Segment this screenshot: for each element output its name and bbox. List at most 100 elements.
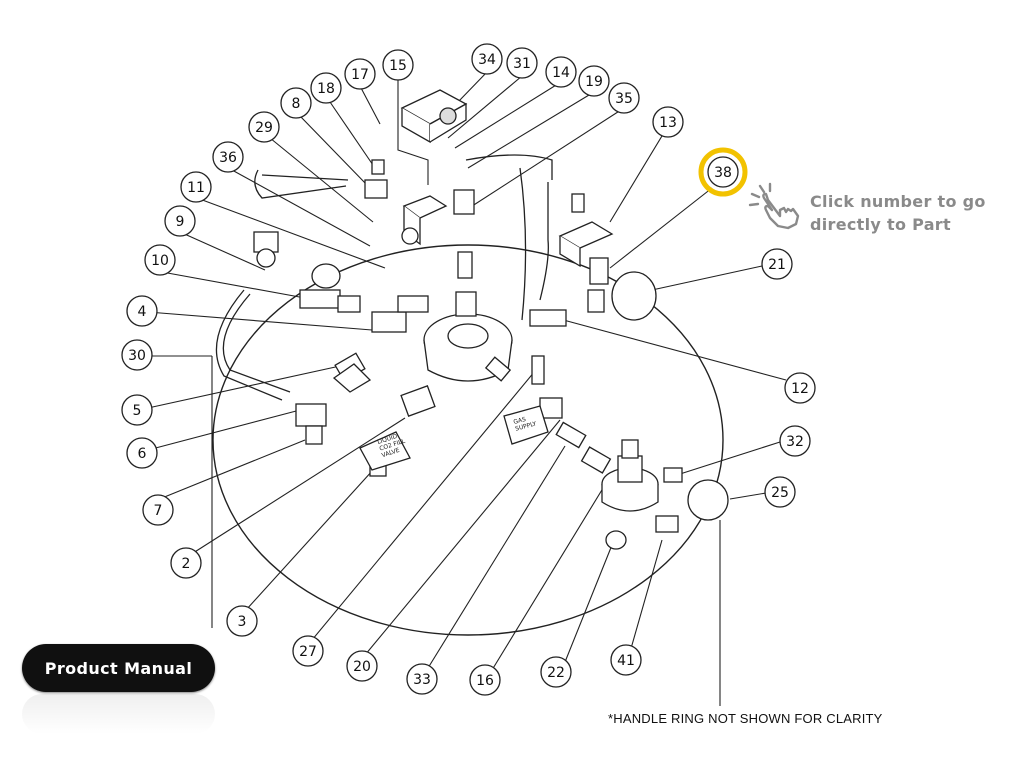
callout-circle xyxy=(469,664,501,696)
callout-circle xyxy=(779,425,811,457)
callout-circle xyxy=(248,111,280,143)
product-manual-button[interactable]: Product Manual xyxy=(22,644,215,692)
callout-circle xyxy=(121,394,153,426)
callout-number: 4 xyxy=(138,304,147,320)
callout-circle xyxy=(764,476,796,508)
callout-38[interactable]: 38 xyxy=(698,147,748,197)
callout-number: 10 xyxy=(151,253,169,269)
callout-19[interactable]: 19 xyxy=(578,65,610,97)
callout-8[interactable]: 8 xyxy=(280,87,312,119)
callout-circle xyxy=(126,437,158,469)
callout-35[interactable]: 35 xyxy=(608,82,640,114)
footnote: *HANDLE RING NOT SHOWN FOR CLARITY xyxy=(608,711,883,726)
callout-14[interactable]: 14 xyxy=(545,56,577,88)
callout-number: 38 xyxy=(714,165,732,181)
callout-number: 32 xyxy=(786,434,804,450)
callout-2[interactable]: 2 xyxy=(170,547,202,579)
click-hint: Click number to go directly to Part xyxy=(810,190,1010,236)
callout-number: 13 xyxy=(659,115,677,131)
callout-number: 31 xyxy=(513,56,531,72)
callout-16[interactable]: 16 xyxy=(469,664,501,696)
callout-number: 29 xyxy=(255,120,273,136)
callout-number: 33 xyxy=(413,672,431,688)
callout-29[interactable]: 29 xyxy=(248,111,280,143)
callout-circle xyxy=(652,106,684,138)
callout-number: 27 xyxy=(299,644,317,660)
callout-circle xyxy=(346,650,378,682)
callout-number: 22 xyxy=(547,665,565,681)
callout-number: 5 xyxy=(133,403,142,419)
callout-15[interactable]: 15 xyxy=(382,49,414,81)
callout-13[interactable]: 13 xyxy=(652,106,684,138)
callout-30[interactable]: 30 xyxy=(121,339,153,371)
callout-6[interactable]: 6 xyxy=(126,437,158,469)
callout-25[interactable]: 25 xyxy=(764,476,796,508)
leader-lines xyxy=(147,71,787,706)
callout-number: 30 xyxy=(128,348,146,364)
callout-circle xyxy=(545,56,577,88)
callout-circle xyxy=(226,605,258,637)
callout-27[interactable]: 27 xyxy=(292,635,324,667)
callout-circle xyxy=(180,171,212,203)
callout-number: 41 xyxy=(617,653,635,669)
callout-number: 36 xyxy=(219,150,237,166)
callout-circle xyxy=(292,635,324,667)
callout-circle xyxy=(344,58,376,90)
pointer-hand-icon xyxy=(748,182,800,230)
callout-5[interactable]: 5 xyxy=(121,394,153,426)
callout-circle xyxy=(784,372,816,404)
callout-number: 34 xyxy=(478,52,496,68)
callout-circle xyxy=(121,339,153,371)
callout-10[interactable]: 10 xyxy=(144,244,176,276)
callout-circle xyxy=(471,43,503,75)
callout-3[interactable]: 3 xyxy=(226,605,258,637)
callout-4[interactable]: 4 xyxy=(126,295,158,327)
callout-circle xyxy=(540,656,572,688)
callout-number: 21 xyxy=(768,257,786,273)
assembly-drawing xyxy=(215,89,729,550)
callout-34[interactable]: 34 xyxy=(471,43,503,75)
callout-number: 16 xyxy=(476,673,494,689)
callout-33[interactable]: 33 xyxy=(406,663,438,695)
callout-number: 35 xyxy=(615,91,633,107)
callout-number: 12 xyxy=(791,381,809,397)
callout-circle xyxy=(164,205,196,237)
hint-line-1: Click number to go xyxy=(810,192,986,211)
callout-11[interactable]: 11 xyxy=(180,171,212,203)
callout-9[interactable]: 9 xyxy=(164,205,196,237)
callout-circle xyxy=(610,644,642,676)
callout-number: 15 xyxy=(389,58,407,74)
callout-18[interactable]: 18 xyxy=(310,72,342,104)
callout-number: 9 xyxy=(176,214,185,230)
callout-circle xyxy=(142,494,174,526)
callout-circle xyxy=(608,82,640,114)
callout-17[interactable]: 17 xyxy=(344,58,376,90)
highlight-ring xyxy=(698,147,748,197)
callout-circle xyxy=(144,244,176,276)
callout-circle xyxy=(280,87,312,119)
callout-36[interactable]: 36 xyxy=(212,141,244,173)
callout-32[interactable]: 32 xyxy=(779,425,811,457)
callout-number: 7 xyxy=(154,503,163,519)
callout-circle xyxy=(506,47,538,79)
callout-22[interactable]: 22 xyxy=(540,656,572,688)
callout-number: 8 xyxy=(292,96,301,112)
callout-number: 6 xyxy=(138,446,147,462)
callout-7[interactable]: 7 xyxy=(142,494,174,526)
callout-number: 19 xyxy=(585,74,603,90)
callout-12[interactable]: 12 xyxy=(784,372,816,404)
callout-20[interactable]: 20 xyxy=(346,650,378,682)
callout-41[interactable]: 41 xyxy=(610,644,642,676)
callout-number: 25 xyxy=(771,485,789,501)
callout-21[interactable]: 21 xyxy=(761,248,793,280)
tank-disc-outline xyxy=(212,244,724,636)
callout-circle xyxy=(212,141,244,173)
callout-31[interactable]: 31 xyxy=(506,47,538,79)
button-reflection xyxy=(22,694,215,734)
hint-line-2: directly to Part xyxy=(810,215,951,234)
callout-number: 14 xyxy=(552,65,570,81)
callout-number: 18 xyxy=(317,81,335,97)
callout-circle xyxy=(578,65,610,97)
